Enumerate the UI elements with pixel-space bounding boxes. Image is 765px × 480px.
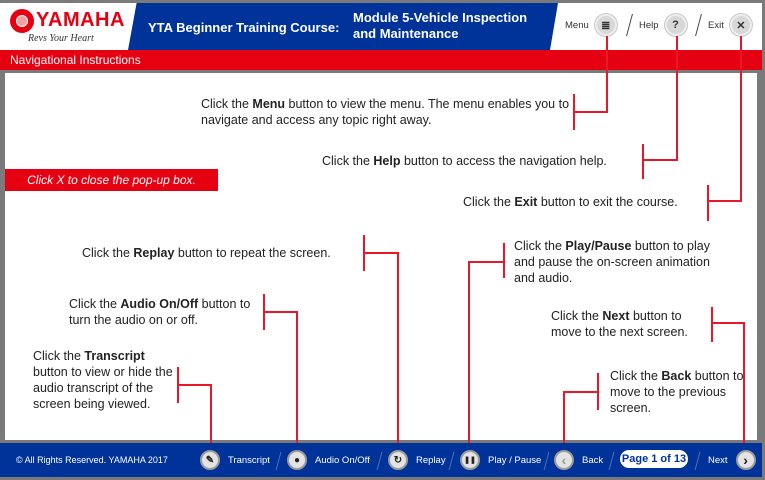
help-icon: ? (664, 14, 687, 36)
help-leader-line (676, 36, 678, 161)
replay-button[interactable]: ↻ Replay (388, 449, 446, 471)
back-button[interactable]: ‹ Back (554, 449, 603, 471)
page-indicator: Page 1 of 13 (620, 450, 688, 468)
help-button[interactable]: Help ? (639, 14, 687, 36)
tuning-fork-emblem-icon (10, 9, 34, 33)
close-icon: ✕ (729, 14, 752, 36)
course-title: YTA Beginner Training Course: (148, 20, 340, 35)
exit-note: Click the Exit button to exit the course… (463, 195, 678, 209)
menu-leader-line (606, 36, 608, 113)
exit-button[interactable]: Exit ✕ (708, 14, 752, 36)
playpause-leader-line (469, 261, 504, 263)
transcript-leader-line (178, 384, 212, 386)
back-leader-line (563, 391, 565, 448)
help-note: Click the Help button to access the navi… (322, 154, 607, 168)
footer-bar: © All Rights Reserved. YAMAHA 2017 ✎ Tra… (0, 443, 762, 477)
transcript-label: Transcript (228, 454, 270, 466)
audio-label: Audio On/Off (315, 454, 370, 466)
brand-tagline: Revs Your Heart (28, 33, 94, 44)
next-note: Click the Next button to move to the nex… (551, 309, 688, 339)
playpause-leader-bracket (503, 243, 505, 278)
back-leader-line (564, 391, 599, 393)
next-label: Next (708, 454, 728, 466)
replay-note: Click the Replay button to repeat the sc… (82, 246, 331, 260)
microphone-icon: ● (287, 450, 307, 470)
help-popup (5, 73, 757, 440)
menu-leader-bracket (573, 94, 575, 130)
play-pause-button[interactable]: ❚❚ Play / Pause (460, 449, 541, 471)
playpause-leader-line (468, 261, 470, 448)
replay-leader-line (397, 252, 399, 448)
next-leader-line (712, 322, 745, 324)
transcript-icon: ✎ (200, 450, 220, 470)
menu-note: Click the Menu button to view the menu. … (201, 97, 570, 127)
divider (448, 452, 455, 470)
menu-label: Menu (565, 19, 589, 31)
help-leader-bracket (642, 144, 644, 179)
pause-icon: ❚❚ (460, 450, 480, 470)
transcript-note: Click the Transcript button to view or h… (33, 349, 173, 411)
copyright-text: © All Rights Reserved. YAMAHA 2017 (16, 455, 168, 465)
brand-wordmark: YAMAHA (36, 9, 125, 31)
exit-leader-line (708, 200, 742, 202)
divider (376, 452, 383, 470)
replay-icon: ↻ (388, 450, 408, 470)
audio-leader-line (296, 311, 298, 448)
audio-note: Click the Audio On/Off button to turn th… (69, 297, 251, 327)
back-arrow-icon: ‹ (554, 450, 574, 470)
yamaha-logo: YAMAHA Revs Your Heart (8, 7, 124, 47)
title-band (128, 3, 558, 50)
next-leader-bracket (711, 307, 713, 342)
transcript-leader-line (210, 384, 212, 448)
divider (543, 452, 550, 470)
divider (275, 452, 282, 470)
next-leader-line (743, 322, 745, 448)
section-title-bar: Navigational Instructions (0, 50, 762, 70)
audio-leader-line (264, 311, 298, 313)
replay-label: Replay (416, 454, 446, 466)
close-hint-banner: Click X to close the pop-up box. (5, 169, 218, 191)
divider (694, 452, 701, 470)
next-arrow-icon: › (735, 450, 756, 470)
divider (608, 452, 615, 470)
audio-toggle-button[interactable]: ● Audio On/Off (287, 449, 370, 471)
play-pause-label: Play / Pause (488, 454, 542, 466)
playpause-note: Click the Play/Pause button to play and … (514, 239, 710, 285)
menu-icon: ≣ (594, 14, 617, 36)
back-note: Click the Back button to move to the pre… (610, 369, 744, 415)
replay-leader-line (364, 252, 399, 254)
menu-button[interactable]: Menu ≣ (565, 14, 617, 36)
exit-leader-line (740, 36, 742, 202)
next-button[interactable]: › Next (708, 449, 756, 471)
menu-leader-line (574, 111, 608, 113)
help-leader-line (643, 159, 678, 161)
exit-leader-bracket (707, 185, 709, 221)
module-title: Module 5-Vehicle Inspection and Maintena… (353, 10, 528, 41)
section-title: Navigational Instructions (10, 53, 141, 67)
help-label: Help (639, 19, 659, 31)
exit-label: Exit (708, 19, 724, 31)
transcript-button[interactable]: ✎ Transcript (200, 449, 270, 471)
back-label: Back (582, 454, 604, 466)
